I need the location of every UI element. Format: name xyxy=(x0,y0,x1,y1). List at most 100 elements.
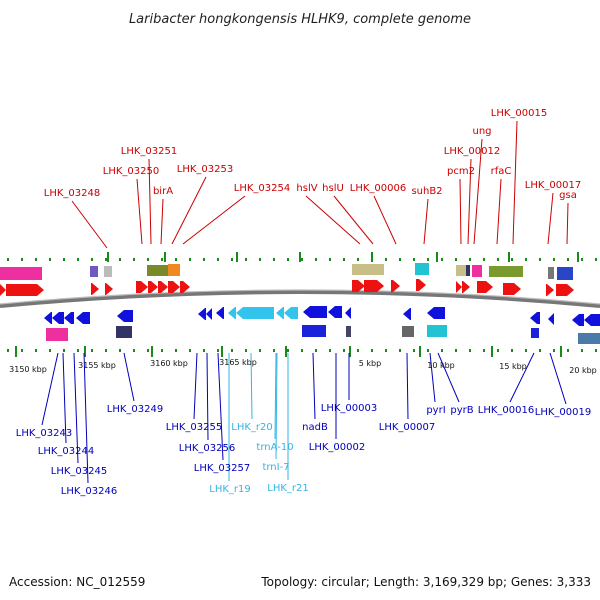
reverse-leader-line xyxy=(406,352,409,420)
cog-box xyxy=(466,265,470,276)
cog-box xyxy=(489,266,523,277)
reverse-leader-line xyxy=(73,352,79,464)
forward-gene-label: gsa xyxy=(559,190,577,201)
forward-gene-arrow xyxy=(364,280,384,292)
forward-leader-line xyxy=(467,158,472,245)
forward-leader-line xyxy=(148,158,152,245)
cog-box xyxy=(90,266,98,277)
reverse-gene-arrow xyxy=(345,307,351,319)
map-title: Laribacter hongkongensis HLHK9, complete… xyxy=(129,12,471,27)
cog-box xyxy=(0,267,42,280)
rna-gene-label: LHK_r19 xyxy=(209,484,250,495)
reverse-gene-arrow xyxy=(198,308,206,320)
cog-box xyxy=(578,333,600,344)
forward-leader-line xyxy=(171,176,207,245)
reverse-gene-label: LHK_03249 xyxy=(107,404,163,415)
reverse-gene-arrow xyxy=(584,314,600,326)
cog-box xyxy=(147,265,169,276)
reverse-gene-label: LHK_03257 xyxy=(194,463,250,474)
forward-leader-line xyxy=(333,195,374,245)
forward-gene-label: LHK_03248 xyxy=(44,188,100,199)
forward-gene-label: hslV xyxy=(296,183,317,194)
reverse-gene-arrow xyxy=(117,310,133,322)
reverse-leader-line xyxy=(62,352,67,444)
forward-gene-label: suhB2 xyxy=(411,186,442,197)
reverse-leader-line xyxy=(312,352,316,420)
forward-leader-line xyxy=(496,178,502,245)
reverse-gene-arrow xyxy=(427,307,445,319)
forward-gene-arrow xyxy=(105,283,113,295)
forward-leader-line xyxy=(136,178,143,245)
forward-leader-line xyxy=(160,198,164,245)
forward-tick-marks xyxy=(7,252,597,262)
genome-backbone xyxy=(0,290,600,308)
forward-leader-line xyxy=(459,178,462,245)
cog-box xyxy=(472,265,482,277)
forward-leader-line xyxy=(423,198,429,245)
cog-box xyxy=(352,264,384,275)
forward-gene-arrow xyxy=(352,280,365,292)
forward-gene-arrow xyxy=(546,284,554,296)
reverse-gene-label: LHK_00002 xyxy=(309,442,365,453)
reverse-gene-label: LHK_00003 xyxy=(321,403,377,414)
forward-gene-arrow xyxy=(6,284,44,296)
forward-gene-arrow xyxy=(136,281,148,293)
forward-leader-line xyxy=(566,202,569,245)
forward-gene-arrow xyxy=(462,281,470,293)
forward-gene-label: LHK_00017 xyxy=(525,180,581,191)
genome-backbone-highlight xyxy=(0,289,600,305)
reverse-gene-label: LHK_03246 xyxy=(61,486,117,497)
cog-box xyxy=(427,325,447,337)
reverse-gene-arrow xyxy=(52,312,64,324)
forward-leader-line xyxy=(71,200,108,249)
forward-gene-label: LHK_00015 xyxy=(491,108,547,119)
forward-leader-line xyxy=(373,195,397,245)
reverse-gene-arrow xyxy=(403,308,411,320)
reverse-leader-line xyxy=(549,352,567,405)
forward-gene-arrow xyxy=(456,281,462,293)
forward-leader-line xyxy=(473,138,483,245)
reverse-gene-arrow xyxy=(228,307,236,319)
cog-box xyxy=(402,326,414,337)
rna-gene-label: LHK_r21 xyxy=(267,483,308,494)
rna-gene-label: trnA-10 xyxy=(256,442,293,453)
coordinate-tick-label: 5 kbp xyxy=(359,359,381,368)
forward-leader-line xyxy=(512,120,518,245)
reverse-gene-label: LHK_03256 xyxy=(179,443,235,454)
cog-box xyxy=(346,326,351,337)
forward-leader-line xyxy=(305,195,361,245)
forward-gene-arrow xyxy=(556,284,574,296)
coordinate-tick-label: 3165 kbp xyxy=(219,358,257,367)
reverse-leader-line xyxy=(217,352,224,461)
rna-leader-line xyxy=(250,352,253,420)
cog-box xyxy=(557,267,573,280)
reverse-leader-line xyxy=(429,352,436,403)
reverse-gene-arrow xyxy=(236,307,274,319)
forward-gene-arrow xyxy=(180,281,190,293)
forward-gene-label: ung xyxy=(472,126,491,137)
reverse-gene-label: nadB xyxy=(302,422,328,433)
forward-gene-arrow xyxy=(0,284,6,296)
reverse-gene-arrow xyxy=(530,312,540,324)
forward-gene-arrow xyxy=(91,283,99,295)
forward-leader-line xyxy=(547,192,554,245)
forward-gene-label: LHK_03254 xyxy=(234,183,290,194)
reverse-gene-label: LHK_00007 xyxy=(379,422,435,433)
cog-box xyxy=(116,326,132,338)
forward-gene-arrow xyxy=(158,281,168,293)
accession-text: Accession: NC_012559 xyxy=(9,575,145,589)
coordinate-tick-label: 3155 kbp xyxy=(78,361,116,370)
coordinate-tick-label: 3150 kbp xyxy=(9,365,47,374)
forward-gene-arrow xyxy=(503,283,521,295)
reverse-gene-label: LHK_03243 xyxy=(16,428,72,439)
reverse-gene-arrow xyxy=(548,313,554,325)
cog-box xyxy=(456,265,466,276)
cog-box xyxy=(415,263,429,275)
forward-gene-label: hslU xyxy=(322,183,344,194)
topology-text: Topology: circular; Length: 3,169,329 bp… xyxy=(260,575,591,589)
reverse-leader-line xyxy=(437,352,460,403)
forward-gene-arrow xyxy=(477,281,493,293)
reverse-gene-arrow xyxy=(303,306,327,318)
forward-gene-arrow xyxy=(391,280,400,292)
